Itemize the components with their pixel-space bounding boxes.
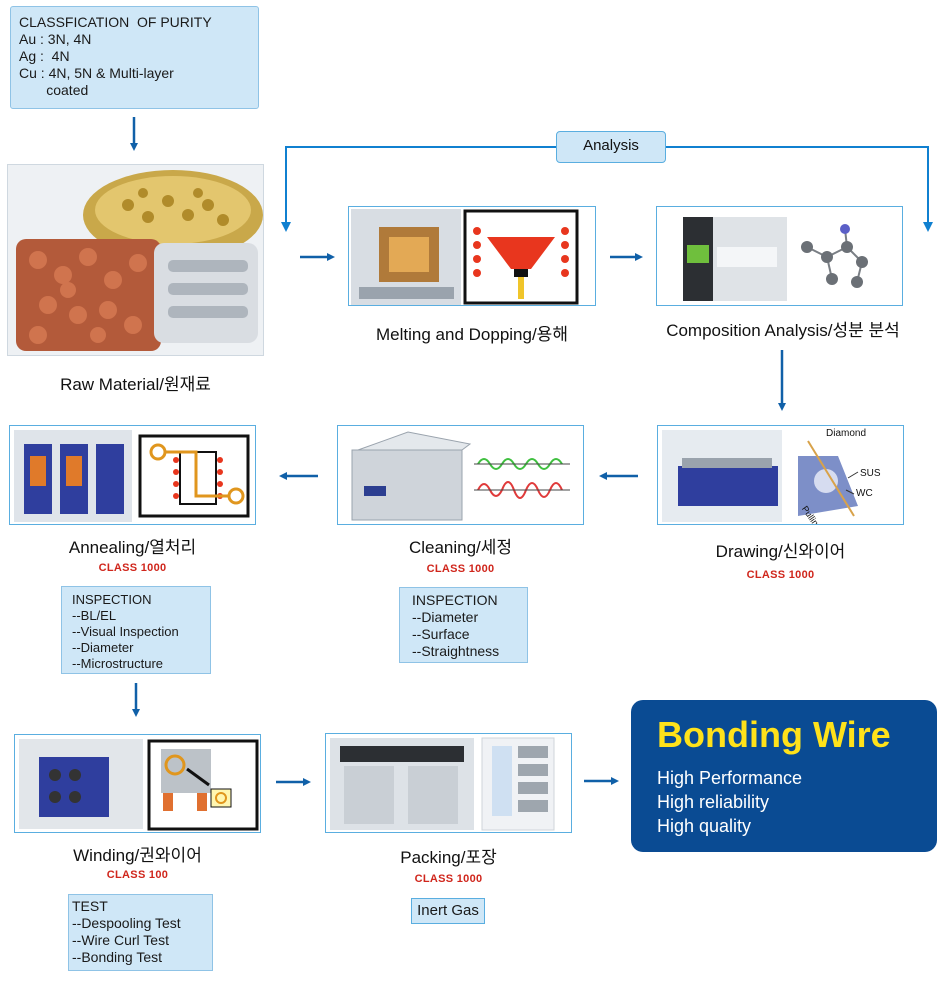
annealing-label: Annealing/열처리 bbox=[68, 538, 197, 557]
packing-class-badge: CLASS 1000 bbox=[414, 873, 483, 885]
bonding-wire-panel: Bonding Wire High Performance High relia… bbox=[631, 700, 937, 852]
inert-gas-note: Inert Gas bbox=[411, 898, 485, 924]
bonding-wire-point: High reliability bbox=[657, 792, 770, 812]
bonding-wire-point: High Performance bbox=[657, 768, 803, 788]
raw-material-illustration bbox=[8, 165, 263, 355]
winding-class-badge: CLASS 100 bbox=[106, 869, 169, 881]
test-line: --Despooling Test bbox=[72, 915, 181, 931]
annealing-illustration bbox=[14, 430, 250, 522]
melting-image bbox=[348, 206, 596, 306]
test-line: --Bonding Test bbox=[72, 949, 163, 965]
composition-label: Composition Analysis/성분 분석 bbox=[666, 321, 900, 340]
inspection-line: --Visual Inspection bbox=[72, 624, 179, 639]
inspection-line: --BL/EL bbox=[72, 608, 117, 623]
winding-image bbox=[14, 734, 261, 833]
drawing-image: Diamond SUS WC Pulling force bbox=[657, 425, 904, 525]
purity-line: CLASSFICATION OF PURITY bbox=[19, 14, 212, 30]
cleaning-image bbox=[337, 425, 584, 525]
purity-classification-box: CLASSFICATION OF PURITY Au : 3N, 4N Ag :… bbox=[10, 6, 259, 109]
analysis-feedback-right bbox=[666, 146, 933, 232]
drawing-class-badge: CLASS 1000 bbox=[746, 569, 815, 581]
sus-caption: SUS bbox=[860, 468, 881, 479]
drawing-illustration bbox=[662, 430, 859, 522]
winding-label: Winding/권와이어 bbox=[73, 846, 202, 865]
cleaning-class-badge: CLASS 1000 bbox=[426, 563, 495, 575]
purity-line: Cu : 4N, 5N & Multi-layer bbox=[19, 65, 174, 81]
annealing-image bbox=[9, 425, 256, 525]
purity-line: coated bbox=[19, 82, 89, 98]
inspection-line: --Microstructure bbox=[72, 656, 164, 671]
analysis-label: Analysis bbox=[556, 131, 666, 163]
raw-material-image bbox=[7, 164, 264, 356]
bonding-wire-point: High quality bbox=[657, 816, 752, 836]
packing-label: Packing/포장 bbox=[400, 848, 497, 867]
annealing-inspection-box: INSPECTION --BL/EL --Visual Inspection -… bbox=[61, 586, 211, 674]
cleaning-label: Cleaning/세정 bbox=[408, 538, 513, 557]
inspection-line: INSPECTION bbox=[72, 592, 152, 607]
melting-illustration bbox=[351, 209, 579, 305]
packing-illustration bbox=[330, 737, 555, 831]
bonding-wire-title: Bonding Wire bbox=[657, 714, 891, 755]
inspection-line: INSPECTION bbox=[412, 592, 498, 608]
composition-image bbox=[656, 206, 903, 306]
melting-label: Melting and Dopping/용해 bbox=[376, 325, 568, 344]
inspection-line: --Diameter bbox=[412, 609, 479, 625]
purity-line: Ag : 4N bbox=[19, 48, 70, 64]
test-line: --Wire Curl Test bbox=[72, 932, 169, 948]
raw-material-label: Raw Material/원재료 bbox=[60, 375, 211, 394]
composition-illustration bbox=[683, 217, 868, 301]
test-line: TEST bbox=[72, 898, 108, 914]
inspection-line: --Surface bbox=[412, 626, 470, 642]
winding-illustration bbox=[19, 739, 259, 831]
packing-image bbox=[325, 733, 572, 833]
annealing-class-badge: CLASS 1000 bbox=[98, 562, 167, 574]
purity-line: Au : 3N, 4N bbox=[19, 31, 92, 47]
cleaning-illustration bbox=[351, 431, 570, 521]
inspection-line: --Diameter bbox=[72, 640, 134, 655]
wc-caption: WC bbox=[856, 488, 873, 499]
diamond-caption: Diamond bbox=[826, 428, 867, 439]
cleaning-inspection-box: INSPECTION --Diameter --Surface --Straig… bbox=[399, 587, 528, 663]
inspection-line: --Straightness bbox=[412, 643, 500, 659]
winding-test-box: TEST --Despooling Test --Wire Curl Test … bbox=[68, 894, 213, 971]
analysis-feedback-left bbox=[281, 146, 556, 232]
drawing-label: Drawing/신와이어 bbox=[715, 542, 846, 561]
